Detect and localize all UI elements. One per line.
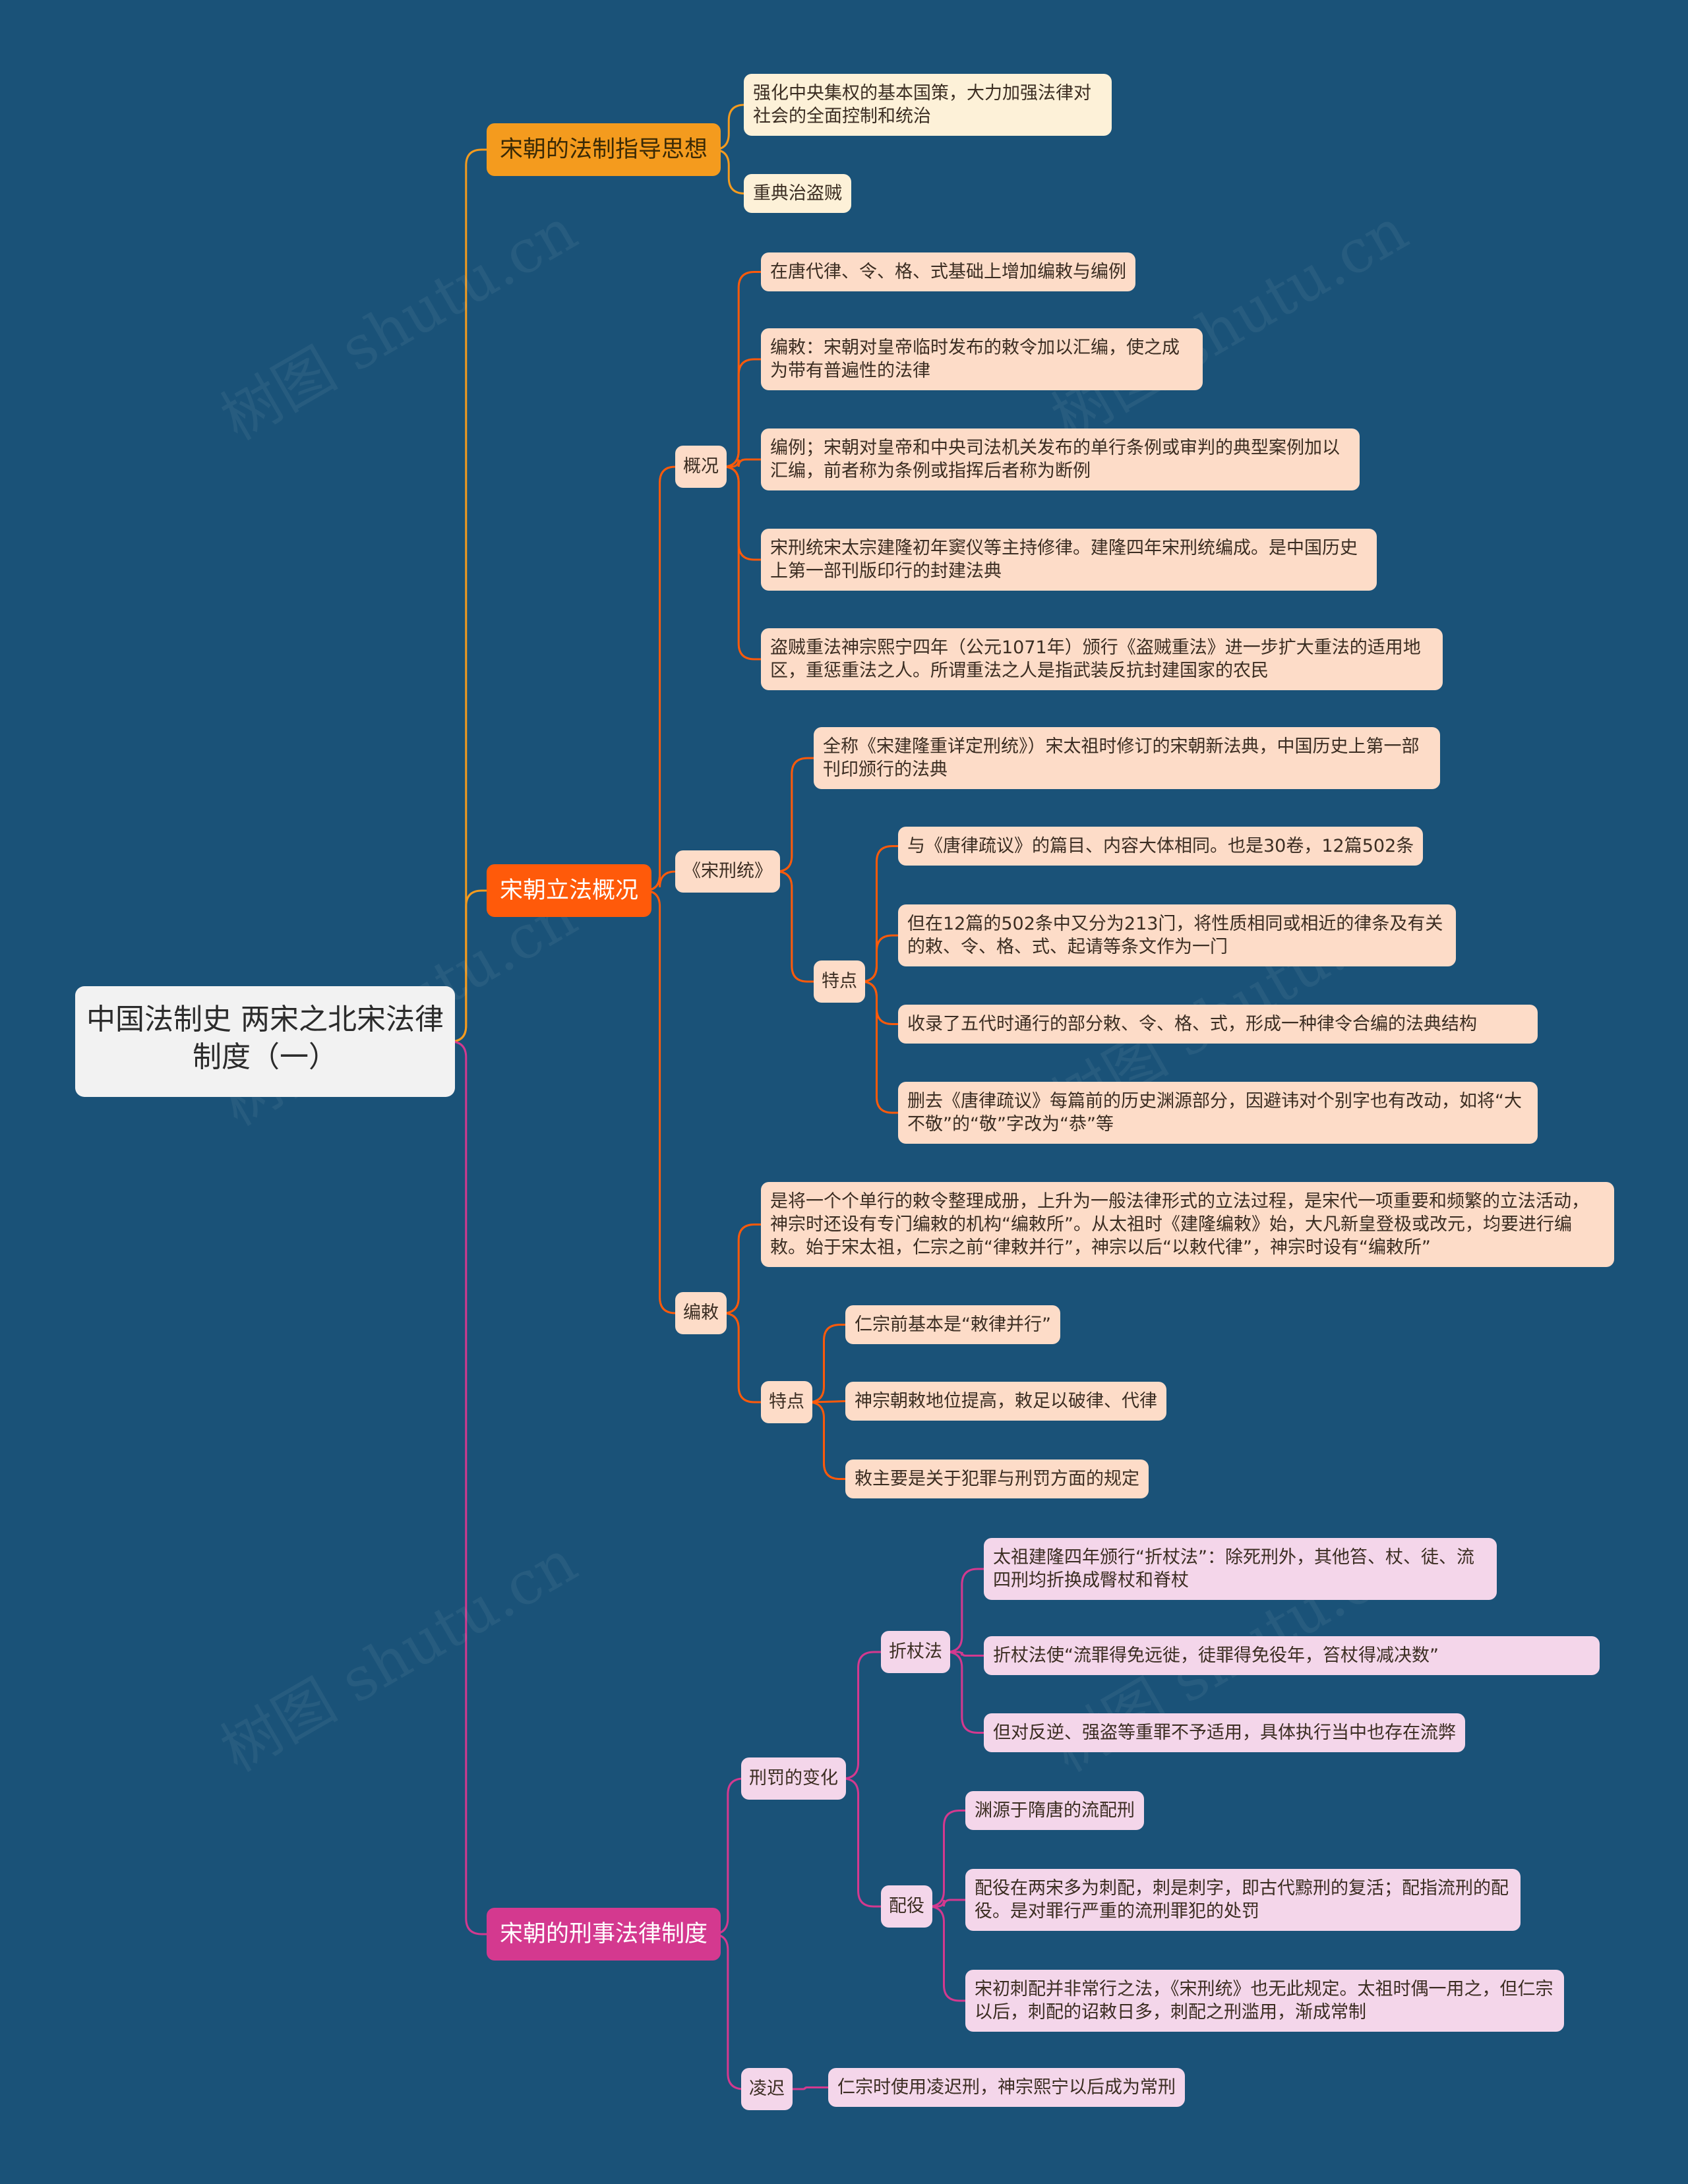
- connector-line: [727, 458, 761, 468]
- overview-item[interactable]: 盗贼重法神宗熙宁四年（公元1071年）颁行《盗贼重法》进一步扩大重法的适用地区，…: [761, 628, 1443, 691]
- bianchi-feature[interactable]: 敕主要是关于犯罪与刑罚方面的规定: [845, 1460, 1149, 1499]
- root-topic[interactable]: 中国法制史 两宋之北宋法律制度（一）: [75, 986, 455, 1097]
- connector-line: [812, 1400, 846, 1403]
- overview-item[interactable]: 在唐代律、令、格、式基础上增加编敕与编例: [761, 252, 1135, 292]
- song-xingtong-full-name[interactable]: 全称《宋建隆重详定刑统》）宋太祖时修订的宋朝新法典，中国历史上第一部刊印颁行的法…: [814, 727, 1440, 790]
- zhezhang-item[interactable]: 折杖法使“流罪得免远徙，徒罪得免役年，笞杖得减决数”: [984, 1636, 1600, 1676]
- peiyi-item[interactable]: 渊源于隋唐的流配刑: [965, 1791, 1144, 1831]
- branch-legislation[interactable]: 宋朝立法概况: [487, 864, 652, 917]
- connector-line: [723, 465, 761, 561]
- lingchi-item[interactable]: 仁宗时使用凌迟刑，神宗熙宁以后成为常刑: [828, 2068, 1185, 2108]
- connector-line: [723, 1224, 761, 1314]
- connector-line: [450, 148, 487, 1043]
- connector-line: [946, 1651, 984, 1734]
- overview-item[interactable]: 编例；宋朝对皇帝和中央司法机关发布的单行条例或审判的典型案例加以汇编，前者称为条…: [761, 428, 1360, 491]
- connector-line: [932, 1899, 965, 1908]
- connector-line: [723, 465, 761, 661]
- overview-node[interactable]: 概况: [675, 446, 727, 488]
- overview-item[interactable]: 编敕：宋朝对皇帝临时发布的敕令加以汇编，使之成为带有普遍性的法律: [761, 328, 1203, 391]
- connector-line: [450, 889, 487, 1043]
- connector-line: [928, 1905, 965, 2002]
- bianchi-feature[interactable]: 仁宗前基本是“敕律并行”: [845, 1305, 1060, 1345]
- connector-line: [450, 1040, 487, 1935]
- connector-line: [860, 934, 898, 983]
- song-xingtong-feature[interactable]: 删去《唐律疏议》每篇前的历史渊源部分，因避讳对个别字也有改动，如将“大不敬”的“…: [898, 1082, 1538, 1144]
- connector-line: [723, 1312, 761, 1403]
- connector-line: [775, 757, 814, 873]
- connector-line: [808, 1401, 845, 1480]
- connector-line: [723, 358, 761, 468]
- song-xingtong-feature[interactable]: 但在12篇的502条中又分为213门，将性质相同或相近的律条及有关的敕、令、格、…: [898, 904, 1456, 967]
- zhezhang-item[interactable]: 但对反逆、强盗等重罪不予适用，具体执行当中也存在流弊: [984, 1713, 1465, 1753]
- connector-line: [860, 980, 898, 1114]
- connector-line: [775, 870, 814, 983]
- connector-line: [946, 1568, 984, 1653]
- peiyi-item[interactable]: 宋初刺配并非常行之法，《宋刑统》也无此规定。太祖时偶一用之，但仁宗以后，刺配的诏…: [965, 1970, 1564, 2032]
- branch-guiding-thought[interactable]: 宋朝的法制指导思想: [487, 123, 721, 176]
- song-xingtong-features-node[interactable]: 特点: [814, 960, 865, 1003]
- connector-line: [644, 889, 676, 1314]
- guiding-item[interactable]: 重典治盗贼: [744, 174, 851, 214]
- song-xingtong-feature[interactable]: 收录了五代时通行的部分敕、令、格、式，形成一种律令合编的法典结构: [898, 1005, 1538, 1044]
- song-xingtong-feature[interactable]: 与《唐律疏议》的篇目、内容大体相同。也是30卷，12篇502条: [898, 827, 1424, 866]
- song-xingtong-node[interactable]: 《宋刑统》: [675, 850, 780, 893]
- connector-line: [950, 1651, 984, 1657]
- bianchi-features-node[interactable]: 特点: [761, 1381, 812, 1423]
- peiyi-item[interactable]: 配役在两宋多为刺配，刺是刺字，即古代黥刑的复活；配指流刑的配役。是对罪行严重的流…: [965, 1869, 1521, 1932]
- connector-line: [860, 845, 898, 983]
- peiyi-node[interactable]: 配役: [881, 1885, 932, 1928]
- bianchi-node[interactable]: 编敕: [675, 1292, 727, 1334]
- bianchi-feature[interactable]: 神宗朝敕地位提高，敕足以破律、代律: [845, 1382, 1166, 1421]
- overview-item[interactable]: 宋刑统宋太宗建隆初年窦仪等主持修律。建隆四年宋刑统编成。是中国历史上第一部刊版印…: [761, 529, 1377, 591]
- connector-line: [723, 271, 761, 468]
- connector-line: [860, 980, 898, 1025]
- connector-line: [842, 1777, 881, 1908]
- branch-criminal-law[interactable]: 宋朝的刑事法律制度: [487, 1908, 721, 1961]
- zhezhang-node[interactable]: 折杖法: [881, 1631, 950, 1673]
- zhezhang-item[interactable]: 太祖建隆四年颁行“折杖法”：除死刑外，其他笞、杖、徒、流四刑均折换成臀杖和脊杖: [984, 1538, 1497, 1601]
- connector-line: [644, 465, 676, 892]
- connector-line: [842, 1651, 881, 1780]
- guiding-item[interactable]: 强化中央集权的基本国策，大力加强法律对社会的全面控制和统治: [744, 74, 1112, 136]
- connector-line: [793, 2086, 828, 2090]
- penalty-change-node[interactable]: 刑罚的变化: [741, 1757, 846, 1800]
- connector-line: [808, 1324, 845, 1403]
- bianchi-description[interactable]: 是将一个个单行的敕令整理成册，上升为一般法律形式的立法过程，是宋代一项重要和频繁…: [761, 1182, 1614, 1268]
- lingchi-node[interactable]: 凌迟: [741, 2068, 793, 2110]
- connector-line: [928, 1810, 965, 1908]
